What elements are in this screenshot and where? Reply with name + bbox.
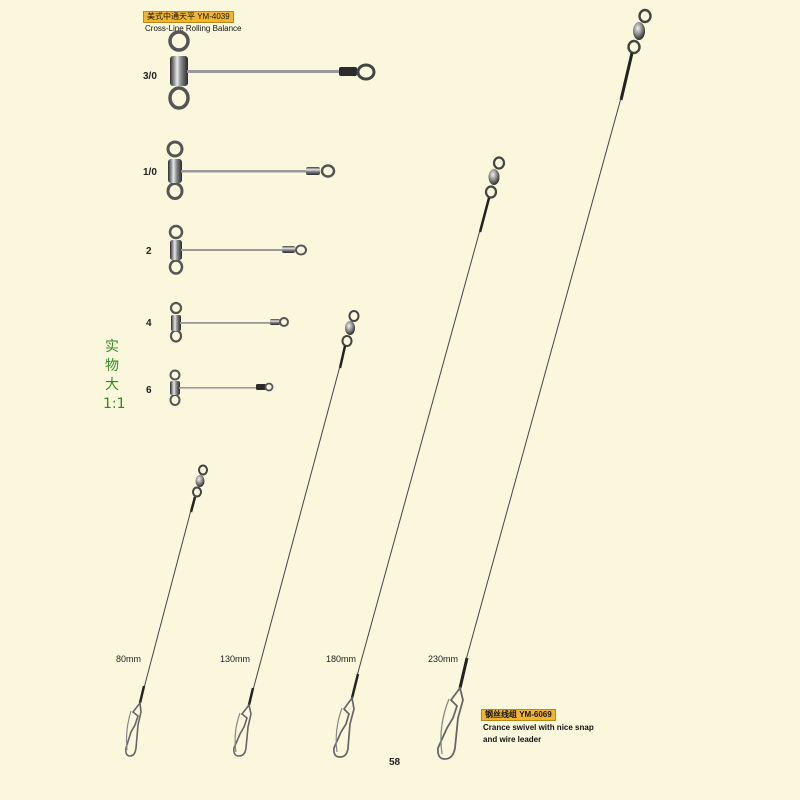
balance-4 — [169, 301, 289, 343]
balance-6 — [169, 369, 274, 406]
balance-product-description: Cross-Line Rolling Balance — [145, 24, 242, 33]
length-label-80mm: 80mm — [116, 654, 142, 664]
balance-1-0 — [166, 140, 336, 200]
size-label-2: 2 — [146, 246, 152, 257]
wire-leader-80mm — [125, 464, 208, 757]
wire-leader-230mm — [436, 8, 652, 760]
scale-note: 实物大1:1 — [103, 339, 126, 412]
size-label-1-0: 1/0 — [143, 167, 157, 178]
leader-description-line-2: and wire leader — [483, 735, 542, 744]
balance-product-tag: 美式中通天平 YM-4039 — [143, 11, 234, 23]
balance-3-0 — [168, 30, 376, 110]
size-label-6: 6 — [146, 385, 152, 396]
length-label-130mm: 130mm — [220, 654, 251, 664]
wire-leader-130mm — [233, 310, 360, 757]
balance-2 — [168, 224, 307, 275]
leader-description-line-1: Crance swivel with nice snap — [483, 723, 594, 732]
leader-product-tag: 钢丝线组 YM-6069 — [481, 709, 556, 721]
wire-leader-180mm — [333, 156, 506, 758]
length-label-230mm: 230mm — [428, 654, 459, 664]
page-number: 58 — [389, 757, 401, 768]
size-label-4: 4 — [146, 318, 152, 329]
length-label-180mm: 180mm — [326, 654, 357, 664]
size-label-3-0: 3/0 — [143, 71, 157, 82]
